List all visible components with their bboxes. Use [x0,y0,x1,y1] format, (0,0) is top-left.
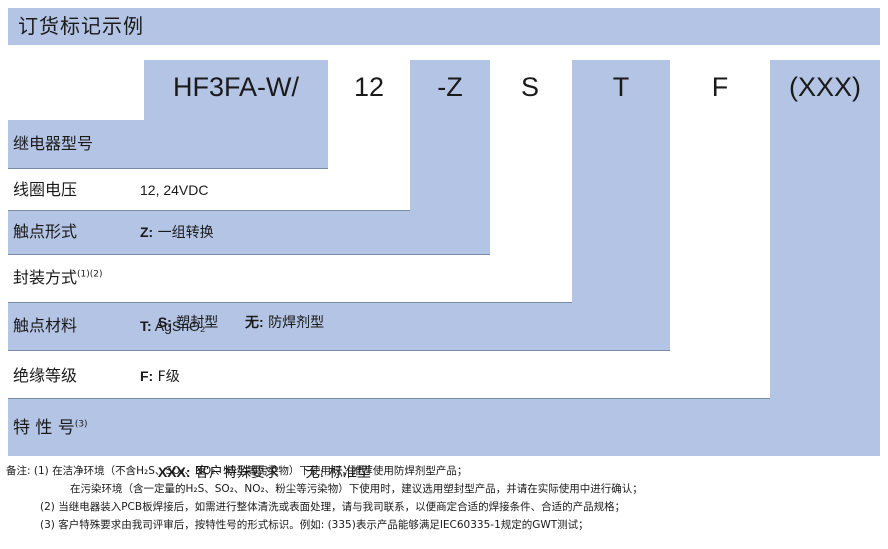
rule-contact-form [8,254,490,255]
note-line: 在污染环境（含一定量的H₂S、SO₂、NO₂、粉尘等污染物）下使用时，建议选用塑… [70,483,643,495]
rule-insulation [8,398,770,399]
desc-text: AgSnO₂ [151,318,206,334]
footnote-ref: (1)(2) [77,269,103,280]
row-label-text: 特 性 号 [13,418,75,438]
row-coil-voltage: 线圈电压 12, 24VDC [8,168,410,212]
row-label: 绝缘等级 [13,366,78,385]
note-line: (2) 当继电器装入PCB板焊接后，如需进行整体清洗或表面处理，请与我司联系，以… [40,501,626,513]
row-desc: 12, 24VDC [140,168,208,213]
desc-code: XXX: [157,464,191,480]
desc-text: 12, 24VDC [140,182,209,198]
column-bg-special-row [8,398,880,456]
code-part-contact-material: T [612,72,630,102]
code-part-insulation: F [711,72,729,102]
column-bg-special [770,60,880,456]
row-insulation: 绝缘等级 F: F级 [8,354,770,398]
notes: 备注: (1) 在洁净环境（不含H₂S、SO₂、NO₂、粉尘等污染物）下使用时，… [6,462,643,534]
rule-contact-material [8,350,670,351]
desc-code: Z: [140,224,154,240]
row-label: 封装方式(1)(2) [13,256,103,300]
row-enclosure: 封装方式(1)(2) S: 塑封型 无: 防焊剂型 [8,256,572,331]
note-line: (3) 客户特殊要求由我司评审后，按特性号的形式标识。例如: (335)表示产品… [40,519,589,531]
desc-text: F级 [153,369,180,385]
footnote-ref: (3) [74,419,88,430]
rule-model [8,168,328,169]
desc-text: 塑封型 [171,315,245,331]
row-desc: XXX: 客户特殊要求 无: 标准型 [140,406,371,539]
desc-code: T: [140,318,152,334]
row-desc: F: F级 [140,354,180,399]
desc-code: F: [140,368,154,384]
rule-voltage [8,210,410,211]
desc-code: S: [157,314,172,330]
row-desc: Z: 一组转换 [140,210,214,255]
section-title: 订货标记示例 [18,14,144,38]
row-label: 线圈电压 [13,180,78,199]
row-desc: S: 塑封型 无: 防焊剂型 [140,256,324,389]
column-bg-contact-material [572,60,670,350]
row-label: 触点形式 [13,222,78,241]
rule-enclosure [8,302,572,303]
code-part-enclosure: S [520,72,539,102]
column-bg-contact-form-row [8,210,490,254]
desc-text: 无: [305,465,325,481]
desc-code: 无: [244,314,264,330]
desc-text: 客户特殊要求 [190,465,306,481]
row-special: 特 性 号(3) XXX: 客户特殊要求 无: 标准型 [8,406,880,481]
desc-text: 一组转换 [153,225,214,241]
row-label: 继电器型号 [13,134,94,153]
column-bg-voltage-spacer [8,120,328,168]
section-header: 订货标记示例 [8,8,880,45]
column-bg-contact-material-row [8,302,670,350]
row-label: 特 性 号(3) [13,406,88,450]
code-part-voltage: 12 [353,72,385,102]
desc-text: 防焊剂型 [263,315,325,331]
code-part-model: HF3FA-W/ [173,72,299,102]
row-contact-material: 触点材料 T: AgSnO₂ [8,304,670,348]
row-label-text: 封装方式 [13,268,78,287]
desc-text: 标准型 [324,465,371,481]
code-part-special: (XXX) [788,72,861,102]
code-part-contact-form: -Z [437,72,463,102]
row-label: 触点材料 [13,316,78,335]
note-line: 备注: (1) 在洁净环境（不含H₂S、SO₂、NO₂、粉尘等污染物）下使用时，… [6,465,468,477]
row-model: 继电器型号 [8,122,328,166]
row-desc: T: AgSnO₂ [140,304,205,349]
row-contact-form: 触点形式 Z: 一组转换 [8,210,490,254]
